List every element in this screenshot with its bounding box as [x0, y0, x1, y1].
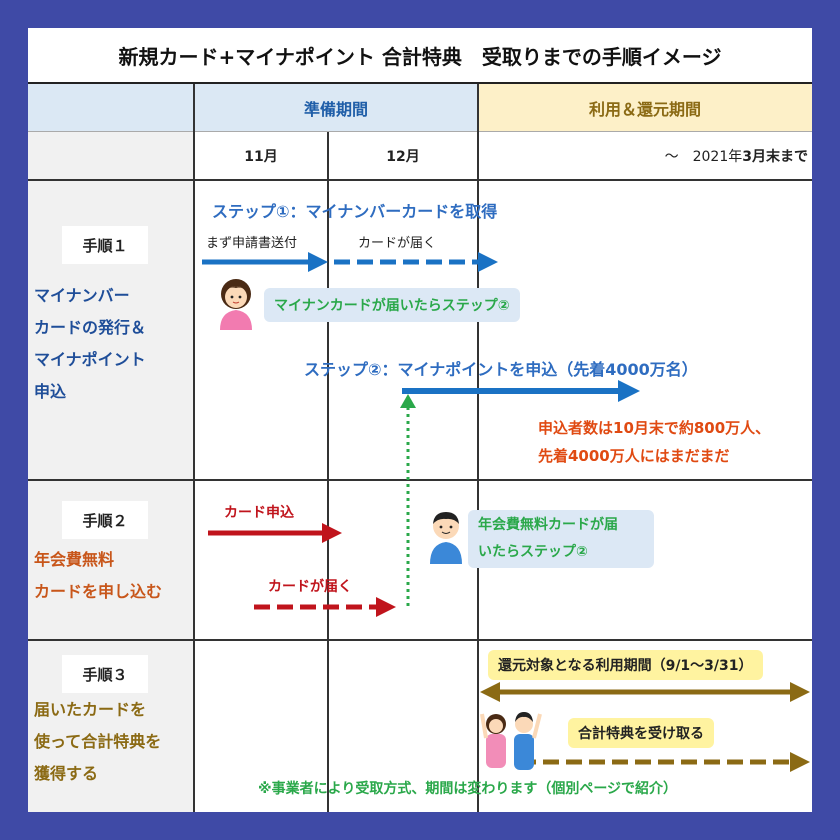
step1-apply-arrow — [202, 252, 328, 272]
step2-bubble: 年会費無料カードが届 いたらステップ② — [468, 510, 654, 568]
diagram-frame: 新規カード+マイナポイント 合計特典 受取りまでの手順イメージ 準備期間 利用＆… — [28, 28, 812, 812]
step1-bubble: マイナンカードが届いたらステップ② — [264, 288, 520, 322]
step3-footnote: ※事業者により受取方式、期間は変わります（個別ページで紹介） — [258, 778, 677, 798]
woman-icon — [220, 279, 252, 330]
step3-receive-label: 合計特典を受け取る — [568, 718, 714, 748]
step1-arrive-label: カードが届く — [358, 232, 436, 251]
step1-stepB-arrow — [402, 380, 640, 402]
step1-note-line: 先着4000万人にはまだまだ — [538, 442, 770, 470]
green-dotted-arrow — [400, 394, 416, 606]
step1-note-line: 申込者数は10月末で約800万人、 — [538, 414, 770, 442]
step3-period-label: 還元対象となる利用期間（9/1～3/31） — [488, 650, 763, 680]
step3-receive-arrow — [520, 752, 810, 772]
step1-arrive-arrow — [334, 252, 498, 272]
step1-note: 申込者数は10月末で約800万人、 先着4000万人にはまだまだ — [538, 414, 770, 470]
step2-bubble-line: いたらステップ② — [478, 539, 644, 566]
step2-bubble-line: 年会費無料カードが届 — [478, 512, 644, 539]
step1-apply-label: まず申請書送付 — [206, 232, 297, 251]
step2-apply-arrow — [208, 523, 342, 543]
step1-stepB-label: ステップ②：マイナポイントを申込（先着4000万名） — [304, 356, 698, 380]
step2-apply-label: カード申込 — [224, 502, 294, 522]
man-icon — [430, 512, 462, 564]
step2-arrive-arrow — [254, 597, 396, 617]
couple-icon — [482, 712, 540, 770]
step1-stepA-label: ステップ①：マイナンバーカードを取得 — [212, 198, 497, 222]
step2-arrive-label: カードが届く — [268, 576, 352, 596]
step3-period-arrow — [480, 682, 810, 702]
